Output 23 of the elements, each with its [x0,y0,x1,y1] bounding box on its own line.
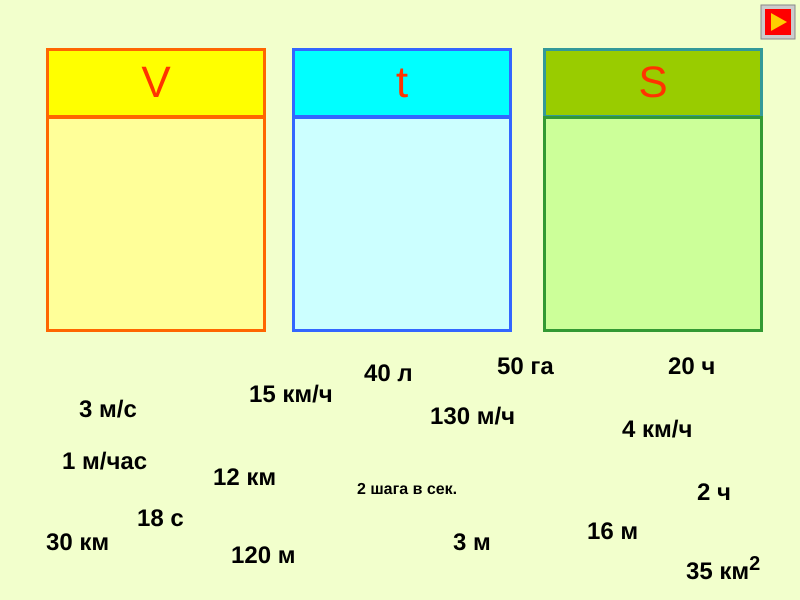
column-panel [46,116,266,332]
quantity-label: 35 км$^{2}$ [686,554,760,584]
quantity-label: 40 л [364,362,413,386]
column-header: S [543,48,763,118]
quantity-label: 130 м/ч [430,405,516,429]
quantity-label: 120 м [231,544,296,568]
quantity-label: 15 км/ч [249,383,333,407]
column-header: V [46,48,266,118]
quantity-label: 2 ч [697,481,731,505]
column-panel [292,116,512,332]
column-header: t [292,48,512,118]
quantity-label: 18 с [137,507,184,531]
quantity-label: 3 м [453,531,491,555]
quantity-label: 20 ч [668,355,716,379]
quantity-label: 1 м/час [62,450,148,474]
quantity-label: 50 га [497,355,554,379]
quantity-label: 4 км/ч [622,418,692,442]
quantity-label: 16 м [587,520,638,544]
quantity-label: 2 шага в сек. [357,482,458,498]
quantity-label: 3 м/с [79,398,137,422]
quantity-label: 30 км [46,531,110,555]
column-panel [543,116,763,332]
quantity-label: 12 км [213,466,276,490]
